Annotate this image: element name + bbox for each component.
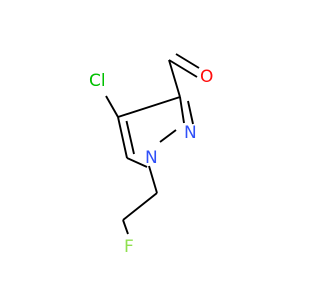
atom-cl-label: Cl (89, 71, 106, 91)
bond-c5-n1 (126, 157, 148, 168)
atom-n1-label: N (145, 148, 158, 168)
bond-n1-n2 (159, 129, 177, 143)
bond-c4-c5-double (125, 120, 135, 155)
bond-cho-o (168, 59, 198, 78)
atom-f-label: F (124, 237, 134, 257)
atom-n2-label: N (184, 123, 197, 143)
atom-label-layer: Cl O N N F (89, 67, 213, 257)
bond-c3-cho (168, 59, 181, 98)
bond-n1-ch2 (148, 165, 158, 194)
bond-c3-c4 (117, 96, 181, 118)
bond-ch2-f (122, 219, 129, 235)
structure-canvas: Cl O N N F (89, 53, 214, 257)
bond-layer (105, 53, 200, 235)
atom-o-label: O (200, 67, 213, 87)
bond-cho-o-double (175, 53, 200, 69)
bond-c4-cl (105, 95, 119, 118)
bond-c4-c5 (117, 116, 128, 159)
bond-n2-c3-double (187, 100, 194, 125)
molecule-diagram: Cl O N N F (89, 53, 213, 257)
bond-ch2-ch2 (122, 192, 158, 221)
bond-n2-c3 (179, 96, 185, 124)
